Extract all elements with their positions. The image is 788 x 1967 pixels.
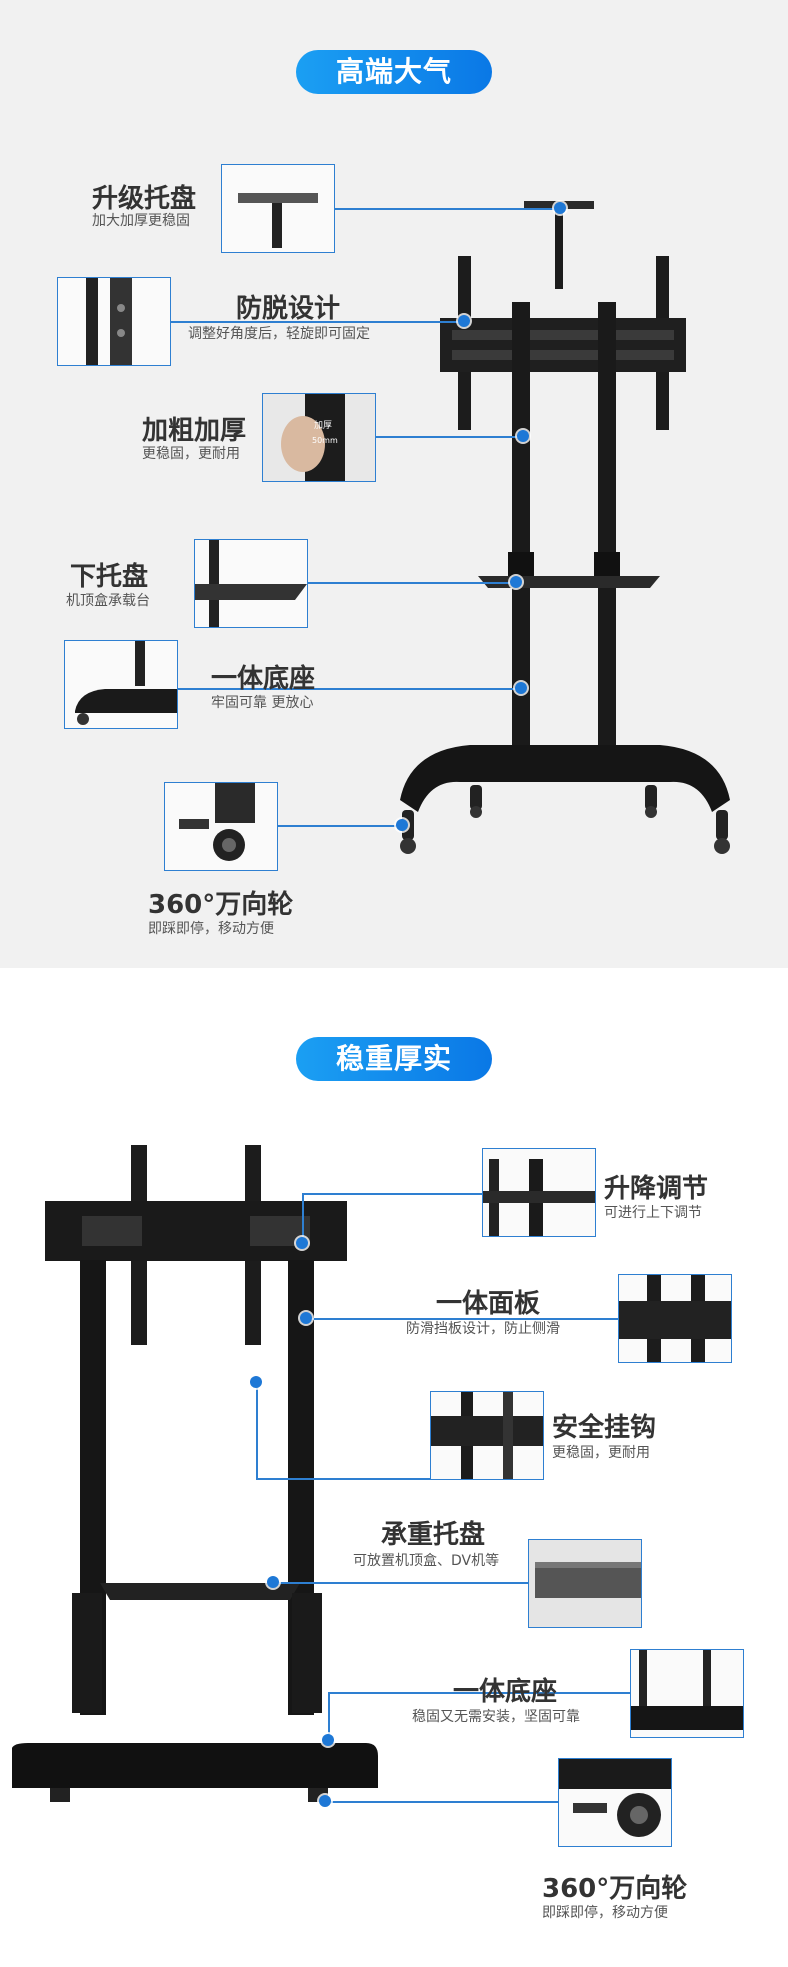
section-heading-pill: 高端大气 <box>296 50 492 94</box>
callout-dot <box>300 1312 312 1324</box>
feature-title: 安全挂钩 <box>552 1413 657 1443</box>
callout-dot <box>458 315 470 327</box>
section-premium: 高端大气 <box>0 0 788 968</box>
anti-drop-detail-thumbnail <box>57 277 171 366</box>
feature-subtitle: 可放置机顶盒、DV机等 <box>353 1553 500 1569</box>
callout-line <box>302 1193 304 1243</box>
feature-subtitle: 牢固可靠 更放心 <box>211 695 314 711</box>
feature-subtitle: 调整好角度后，轻旋即可固定 <box>188 326 370 342</box>
callout-line <box>273 1582 528 1584</box>
callout-line <box>256 1382 258 1478</box>
callout-line <box>176 688 521 690</box>
callout-dot <box>322 1734 334 1746</box>
callout-line <box>302 1193 482 1195</box>
callout-dot <box>296 1237 308 1249</box>
wheel-front-detail-thumbnail <box>558 1758 672 1847</box>
lower-tray-detail-thumbnail <box>194 539 308 628</box>
callout-dot <box>554 202 566 214</box>
callout-dot <box>510 576 522 588</box>
callout-line <box>277 825 402 827</box>
callout-line <box>328 1692 630 1694</box>
tray-detail-thumbnail <box>221 164 335 253</box>
feature-title: 一体面板 <box>436 1289 541 1319</box>
feature-subtitle: 可进行上下调节 <box>604 1205 702 1221</box>
feature-title: 承重托盘 <box>381 1520 486 1550</box>
feature-title: 防脱设计 <box>236 294 341 324</box>
bearing-tray-detail-thumbnail <box>528 1539 642 1628</box>
feature-subtitle: 即踩即停，移动方便 <box>542 1905 668 1921</box>
callout-dot <box>267 1576 279 1588</box>
feature-subtitle: 防滑挡板设计，防止侧滑 <box>406 1321 560 1337</box>
callout-dot <box>319 1795 331 1807</box>
callout-line <box>325 1801 558 1803</box>
callout-line <box>306 1318 618 1320</box>
callout-line <box>375 436 523 438</box>
feature-title: 一体底座 <box>453 1677 558 1707</box>
feature-title: 升降调节 <box>604 1174 709 1204</box>
column-inset-label: 加厚 <box>314 421 333 431</box>
section-heading-pill: 稳重厚实 <box>296 1037 492 1081</box>
base-front-detail-thumbnail <box>630 1649 744 1738</box>
callout-dot <box>396 819 408 831</box>
column-detail-thumbnail: 加厚 50mm <box>262 393 376 482</box>
callout-dot <box>515 682 527 694</box>
callout-dot <box>517 430 529 442</box>
section-sturdy: 稳重厚实 <box>0 968 788 1967</box>
safety-hook-detail-thumbnail <box>430 1391 544 1480</box>
feature-subtitle: 更稳固，更耐用 <box>552 1445 650 1461</box>
feature-subtitle: 稳固又无需安装，坚固可靠 <box>412 1709 580 1725</box>
feature-title: 加粗加厚 <box>142 416 247 446</box>
callout-line <box>334 208 560 210</box>
callout-line <box>307 582 516 584</box>
base-detail-thumbnail <box>64 640 178 729</box>
callout-line <box>170 321 464 323</box>
panel-detail-thumbnail <box>618 1274 732 1363</box>
feature-subtitle: 机顶盒承载台 <box>66 593 150 609</box>
feature-title: 360°万向轮 <box>148 890 294 920</box>
callout-dot <box>250 1376 262 1388</box>
feature-title: 360°万向轮 <box>542 1874 688 1904</box>
feature-title: 一体底座 <box>211 664 316 694</box>
column-inset-size: 50mm <box>312 436 338 445</box>
tv-stand-front-illustration <box>12 1145 378 1802</box>
feature-title: 下托盘 <box>70 562 149 592</box>
feature-subtitle: 更稳固，更耐用 <box>142 446 240 462</box>
feature-subtitle: 即踩即停，移动方便 <box>148 921 274 937</box>
callout-line <box>256 1478 430 1480</box>
tv-stand-illustration <box>400 201 730 854</box>
feature-title: 升级托盘 <box>92 184 197 214</box>
height-adjust-detail-thumbnail <box>482 1148 596 1237</box>
wheel-detail-thumbnail <box>164 782 278 871</box>
callout-line <box>328 1692 330 1740</box>
feature-subtitle: 加大加厚更稳固 <box>92 213 190 229</box>
